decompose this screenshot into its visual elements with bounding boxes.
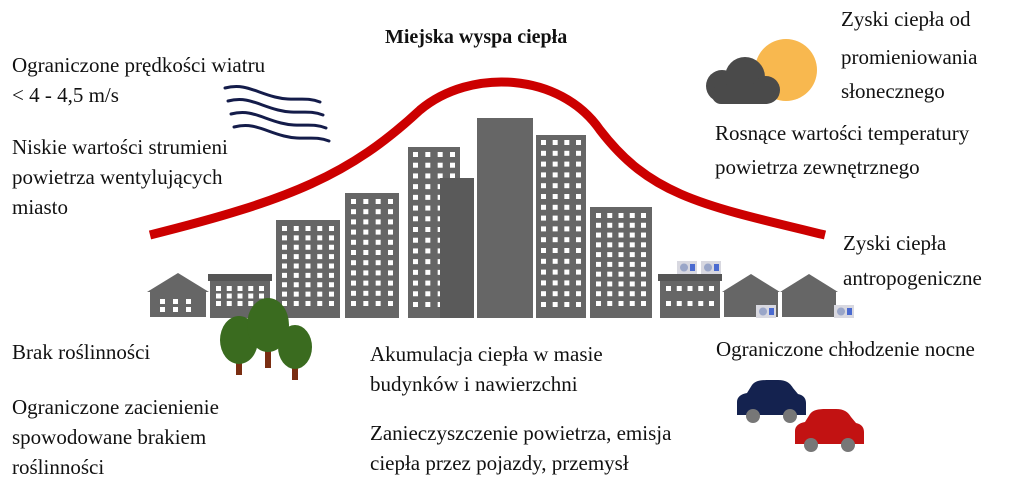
accumulation-label-line2: budynków i nawierzchni: [370, 372, 578, 396]
ventilation-label-line2: powietrza wentylujących: [12, 165, 223, 189]
building-icon: [208, 274, 272, 318]
wind-speed-value: < 4 - 4,5 m/s: [12, 83, 119, 107]
air-conditioner-icon: [701, 261, 721, 274]
anthropogenic-label-line2: antropogeniczne: [843, 266, 982, 290]
ventilation-label-line3: miasto: [12, 195, 68, 219]
temperature-label-line1: Rosnące wartości temperatury: [715, 121, 970, 145]
air-conditioner-icon: [756, 305, 776, 318]
tree-icon: [247, 298, 289, 368]
building-icon: [502, 120, 524, 170]
car-icon: [795, 409, 864, 452]
temperature-label-line2: powietrza zewnętrznego: [715, 155, 920, 179]
air-conditioner-icon: [834, 305, 854, 318]
building-icon: [658, 274, 722, 318]
house-icon: [147, 273, 209, 317]
ventilation-label-line1: Niskie wartości strumieni: [12, 135, 228, 159]
night-cooling-label: Ograniczone chłodzenie nocne: [716, 337, 975, 361]
pollution-label-line2: ciepła przez pojazdy, przemysł: [370, 451, 629, 475]
air-conditioner-icon: [677, 261, 697, 274]
pollution-label-line1: Zanieczyszczenie powietrza, emisja: [370, 421, 672, 445]
solar-gain-label-line2: promieniowania: [841, 45, 978, 69]
buildings: [208, 118, 722, 318]
building-icon: [345, 193, 399, 318]
solar-gain-label-line3: słonecznego: [841, 79, 945, 103]
solar-gain-label-line1: Zyski ciepła od: [841, 7, 971, 31]
building-icon: [590, 207, 652, 318]
heat-island-curve: [148, 77, 827, 240]
accumulation-label-line1: Akumulacja ciepła w masie: [370, 342, 603, 366]
car-icon: [737, 380, 806, 423]
cloud-icon: [706, 57, 780, 104]
building-icon: [276, 220, 340, 318]
vegetation-label: Brak roślinności: [12, 340, 151, 364]
diagram-title: Miejska wyspa ciepła: [385, 26, 568, 48]
wind-speed-label: Ograniczone prędkości wiatru: [12, 53, 266, 77]
house-icon: [780, 274, 838, 317]
shade-label-line2: spowodowane brakiem: [12, 425, 207, 449]
shade-label-line3: roślinności: [12, 455, 105, 479]
tree-icon: [278, 325, 312, 380]
building-icon: [536, 135, 586, 318]
anthropogenic-label-line1: Zyski ciepła: [843, 231, 947, 255]
wind-icon: [223, 85, 331, 143]
shade-label-line1: Ograniczone zacienienie: [12, 395, 219, 419]
